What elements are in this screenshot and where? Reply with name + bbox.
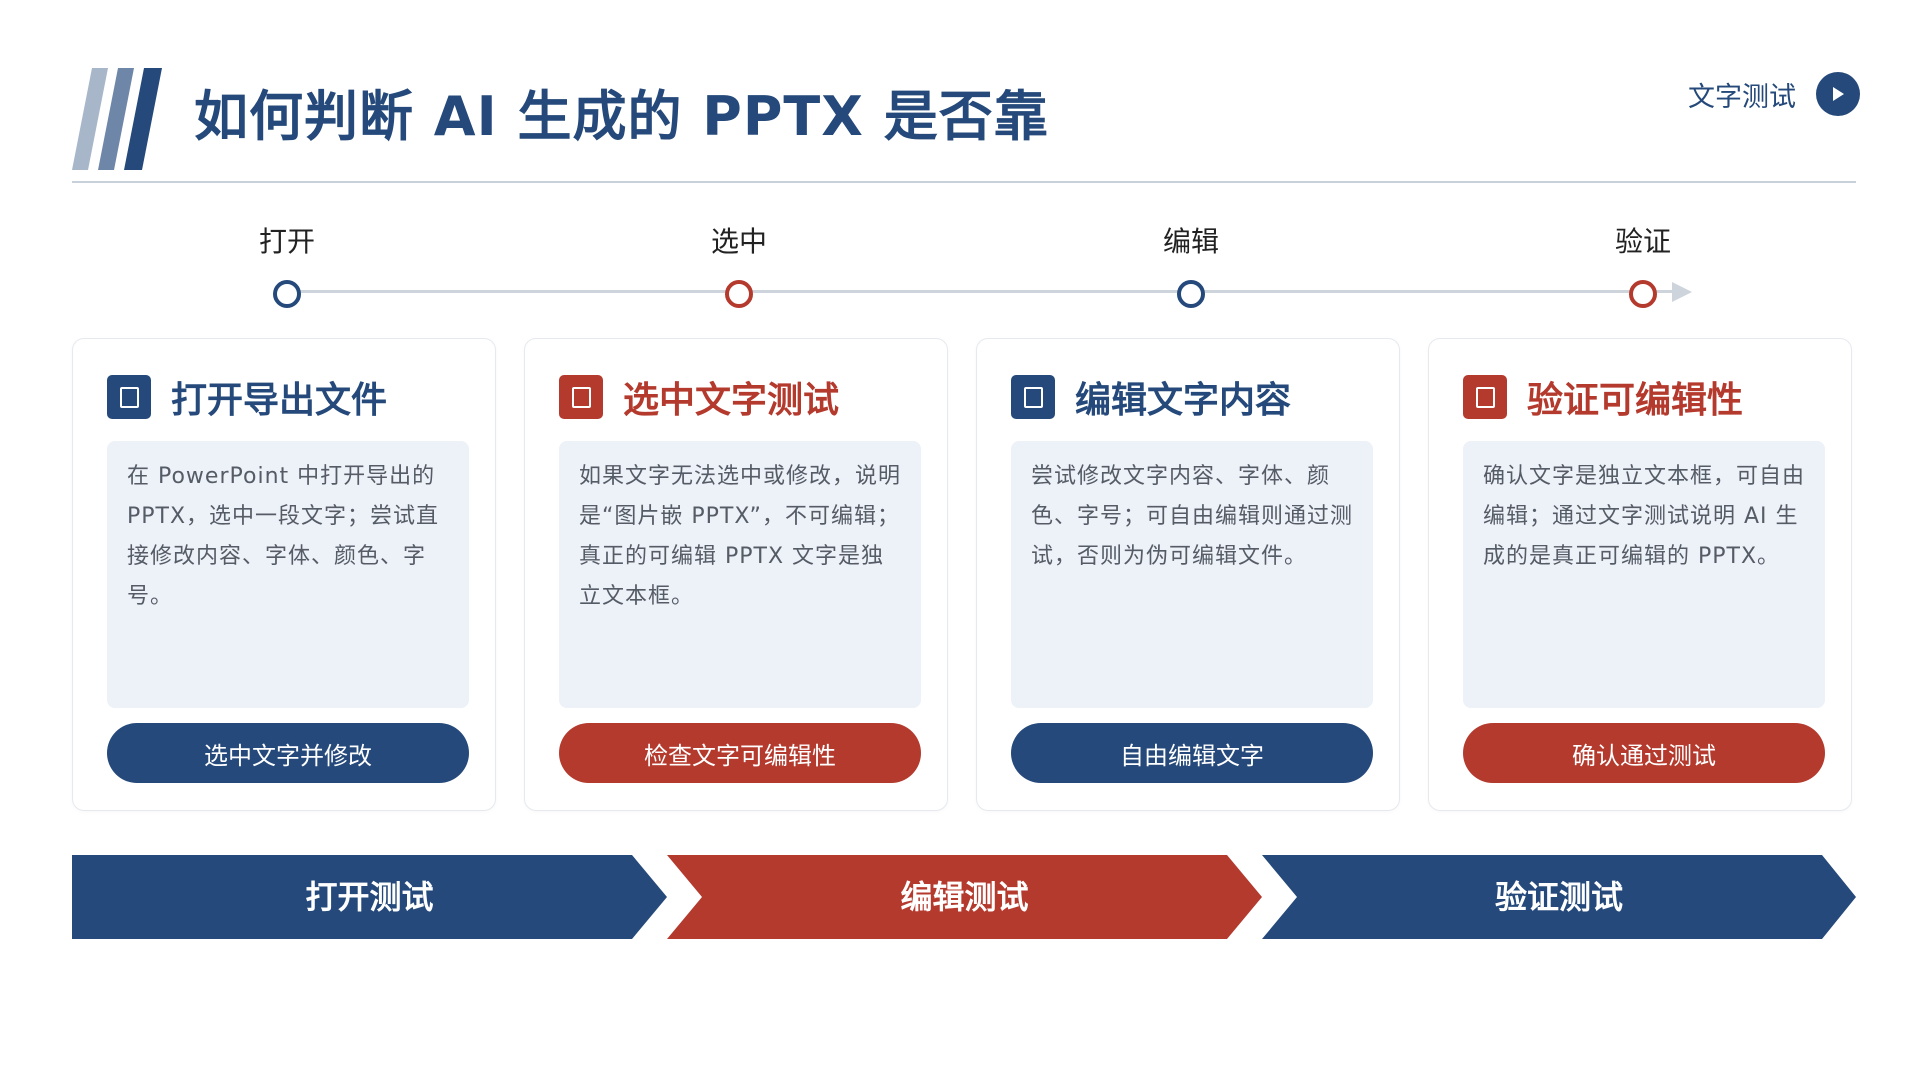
select-and-edit-button[interactable]: 选中文字并修改: [107, 723, 469, 783]
card-title: 打开导出文件: [171, 380, 388, 421]
card-description: 如果文字无法选中或修改，说明是“图片嵌 PPTX”，不可编辑；真正的可编辑 PP…: [559, 441, 921, 708]
card-title: 验证可编辑性: [1527, 380, 1744, 421]
process-arrows: [72, 855, 1856, 939]
header-divider: [72, 181, 1856, 183]
timeline-step-select: 选中: [629, 220, 849, 308]
text-test-link-label: 文字测试: [1688, 81, 1796, 113]
timeline-dot-icon: [273, 280, 301, 308]
card-edit-text: 编辑文字内容 尝试修改文字内容、字体、颜色、字号；可自由编辑则通过测试，否则为伪…: [976, 338, 1400, 811]
timeline-dot-icon: [1629, 280, 1657, 308]
card-header: 验证可编辑性: [1463, 371, 1743, 423]
card-verify: 验证可编辑性 确认文字是独立文本框，可自由编辑；通过文字测试说明 AI 生成的是…: [1428, 338, 1852, 811]
page-title: 如何判断 AI 生成的 PPTX 是否靠: [194, 85, 1049, 148]
process-arrow-verify: [1262, 855, 1856, 939]
card-open-file: 打开导出文件 在 PowerPoint 中打开导出的 PPTX，选中一段文字；尝…: [72, 338, 496, 811]
process-label-edit: 编辑测试: [900, 878, 1029, 916]
timeline-step-label: 选中: [710, 225, 767, 258]
timeline-step-label: 编辑: [1162, 225, 1219, 258]
card-select-text: 选中文字测试 如果文字无法选中或修改，说明是“图片嵌 PPTX”，不可编辑；真正…: [524, 338, 948, 811]
card-header: 选中文字测试: [559, 371, 839, 423]
timeline-dot-icon: [1177, 280, 1205, 308]
card-title: 编辑文字内容: [1075, 380, 1292, 421]
title-stripes-decoration: [72, 68, 162, 170]
timeline-step-label: 验证: [1614, 225, 1671, 258]
step-timeline: 打开 选中 编辑 验证: [0, 220, 1920, 310]
free-edit-button[interactable]: 自由编辑文字: [1011, 723, 1373, 783]
text-test-link[interactable]: 文字测试: [1688, 72, 1860, 116]
card-header: 打开导出文件: [107, 371, 387, 423]
card-description: 确认文字是独立文本框，可自由编辑；通过文字测试说明 AI 生成的是真正可编辑的 …: [1463, 441, 1825, 708]
timeline-dot-icon: [725, 280, 753, 308]
card-header: 编辑文字内容: [1011, 371, 1291, 423]
timeline-arrow-icon: [1672, 282, 1692, 302]
process-label-verify: 验证测试: [1494, 878, 1623, 916]
square-icon: [1463, 375, 1507, 419]
step-cards: 打开导出文件 在 PowerPoint 中打开导出的 PPTX，选中一段文字；尝…: [72, 338, 1856, 813]
timeline-step-verify: 验证: [1533, 220, 1753, 308]
process-arrow-edit: [667, 855, 1262, 939]
check-editability-button[interactable]: 检查文字可编辑性: [559, 723, 921, 783]
square-icon: [559, 375, 603, 419]
square-icon: [107, 375, 151, 419]
timeline-line: [286, 290, 1676, 293]
timeline-step-edit: 编辑: [1081, 220, 1301, 308]
card-description: 在 PowerPoint 中打开导出的 PPTX，选中一段文字；尝试直接修改内容…: [107, 441, 469, 708]
process-arrow-open: [72, 855, 667, 939]
process-flow: 打开测试 编辑测试 验证测试: [72, 855, 1856, 939]
card-title: 选中文字测试: [623, 380, 840, 421]
timeline-step-label: 打开: [258, 225, 315, 258]
card-description: 尝试修改文字内容、字体、颜色、字号；可自由编辑则通过测试，否则为伪可编辑文件。: [1011, 441, 1373, 708]
timeline-step-open: 打开: [177, 220, 397, 308]
play-icon[interactable]: [1816, 72, 1860, 116]
square-icon: [1011, 375, 1055, 419]
process-label-open: 打开测试: [305, 878, 434, 916]
confirm-pass-button[interactable]: 确认通过测试: [1463, 723, 1825, 783]
